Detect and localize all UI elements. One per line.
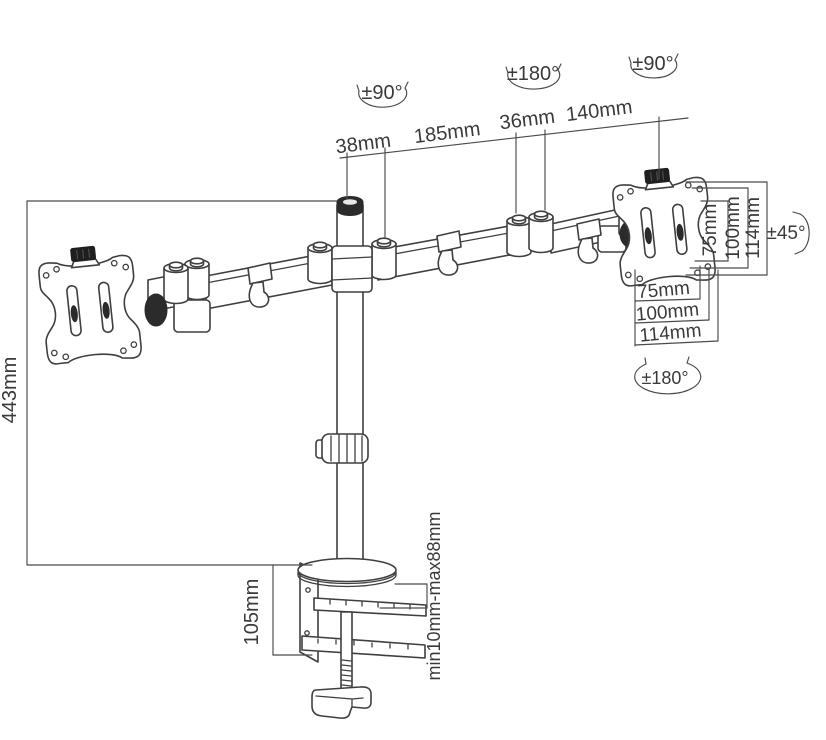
vesa-horizontal-dimensions: 75mm 100mm 114mm xyxy=(634,265,719,347)
pole-collar xyxy=(315,433,369,464)
pole-swivel-label: ±90° xyxy=(361,82,402,104)
clamp-height-dimension: 105mm xyxy=(241,564,313,656)
left-vesa-plate xyxy=(35,241,168,368)
right-arm xyxy=(377,195,644,281)
clamp-height-label: 105mm xyxy=(241,579,263,646)
left-arm xyxy=(147,251,333,333)
dim-pole-to-joint: 38mm xyxy=(334,130,392,159)
pole-height-label: 443mm xyxy=(0,357,21,424)
vesa-v-100-label: 100mm xyxy=(723,196,744,259)
desk-clamp xyxy=(297,557,427,719)
head-rotation-label: ±180° xyxy=(641,368,688,388)
head-tilt-label: ±45° xyxy=(766,223,805,244)
elbow-swivel-arc-icon: ±180° xyxy=(505,63,562,90)
head-tilt-arc-icon: ±45° xyxy=(766,211,810,255)
head-swivel-label: ±90° xyxy=(632,53,673,75)
vesa-h-75-label: 75mm xyxy=(636,278,690,304)
rotation-annotations: ±90° ±180° ±90° ±45° ±180° xyxy=(356,53,810,395)
right-vesa-plate xyxy=(609,163,717,290)
dim-elbow-width: 36mm xyxy=(498,106,556,135)
dim-inner-arm: 185mm xyxy=(413,118,482,148)
desk-thickness-label: min10mm-max88mm xyxy=(424,511,444,680)
clamp-knob xyxy=(311,686,372,719)
pole-top-cap xyxy=(336,196,364,216)
vesa-v-114-label: 114mm xyxy=(743,197,764,259)
head-rotation-arc-icon: ±180° xyxy=(634,356,702,395)
pole-arm-bracket xyxy=(307,237,397,293)
elbow-swivel-label: ±180° xyxy=(507,63,559,85)
dim-outer-arm: 140mm xyxy=(565,96,634,126)
head-swivel-arc-icon: ±90° xyxy=(628,53,679,79)
desk-thickness-dimension: min10mm-max88mm xyxy=(379,511,444,681)
top-dimension-chain: 38mm 185mm 36mm 140mm xyxy=(334,96,689,239)
pole-swivel-arc-icon: ±90° xyxy=(356,81,409,108)
vesa-vertical-dimensions: 75mm 100mm 114mm xyxy=(685,181,768,276)
vesa-v-75-label: 75mm xyxy=(700,204,721,257)
pole-height-dimension: 443mm xyxy=(0,200,338,566)
